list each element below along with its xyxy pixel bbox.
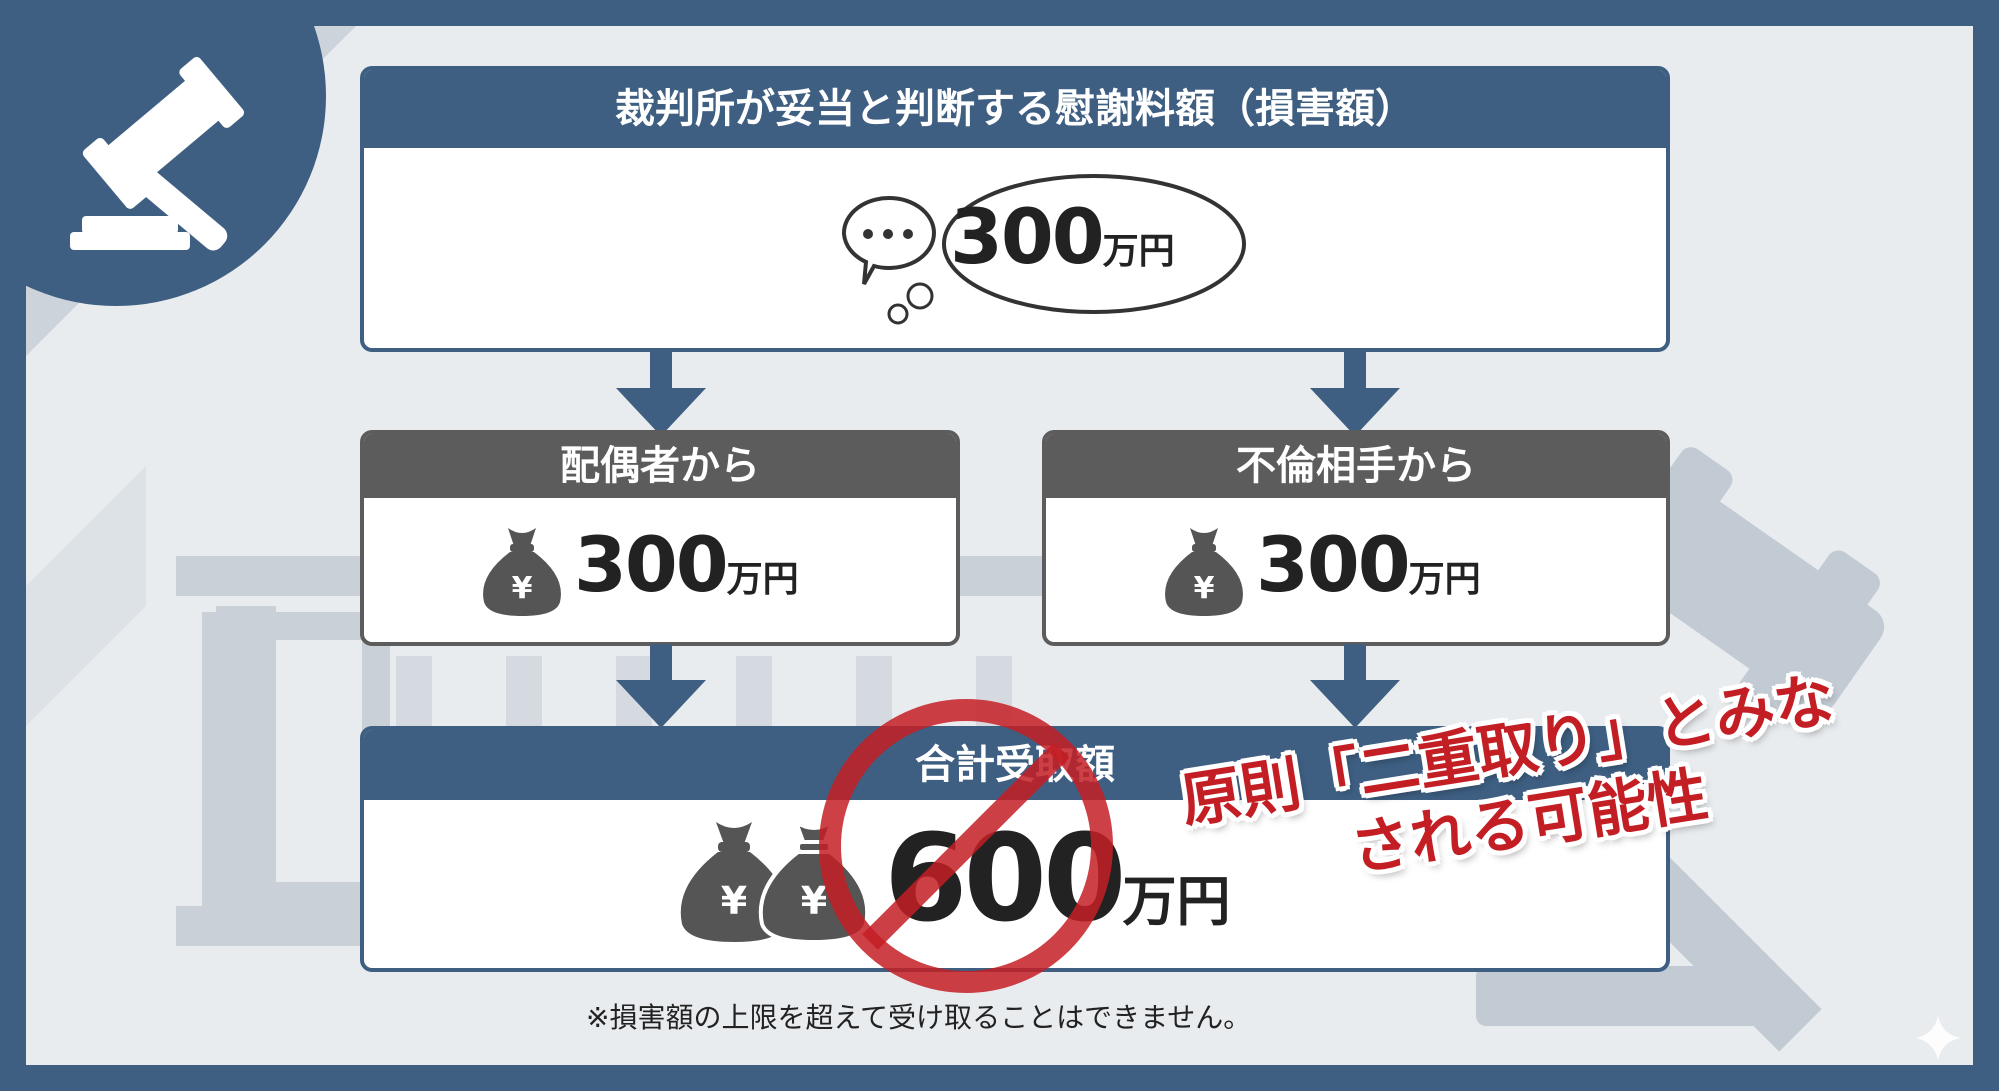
svg-text:¥: ¥ (801, 879, 827, 923)
prohibited-icon (819, 699, 1113, 993)
court-judged-unit: 万円 (1102, 231, 1175, 272)
total-received-box: 合計受取額 ¥ ¥ 600万円 (360, 726, 1670, 972)
from-spouse-box: 配偶者から ¥ 300万円 (360, 430, 960, 646)
svg-text:¥: ¥ (512, 571, 533, 606)
arrow-down-icon (1310, 348, 1400, 436)
from-spouse-title: 配偶者から (364, 434, 956, 498)
court-judged-amount: 300万円 (950, 192, 1175, 281)
from-affair-partner-unit: 万円 (1408, 559, 1481, 600)
yen-money-bag-icon: ¥ (483, 528, 561, 616)
sparkle-icon (1916, 1016, 1960, 1060)
court-judged-damages-box: 裁判所が妥当と判断する慰謝料額（損害額） 300万円 (360, 66, 1670, 352)
infographic-panel: 裁判所が妥当と判断する慰謝料額（損害額） 300万円 (26, 26, 1973, 1065)
from-spouse-unit: 万円 (726, 559, 799, 600)
svg-text:¥: ¥ (1194, 571, 1215, 606)
footnote: ※損害額の上限を超えて受け取ることはできません。 (586, 1001, 1252, 1034)
arrow-down-icon (616, 644, 706, 728)
total-received-unit: 万円 (1122, 870, 1231, 933)
arrow-down-icon (1310, 644, 1400, 728)
from-affair-partner-box: 不倫相手から ¥ 300万円 (1042, 430, 1670, 646)
svg-text:¥: ¥ (721, 879, 747, 923)
thought-bubble-icon (841, 174, 1246, 325)
from-affair-partner-amount: 300万円 (1256, 520, 1481, 609)
yen-money-bag-icon: ¥ (1165, 528, 1243, 616)
court-judged-damages-title: 裁判所が妥当と判断する慰謝料額（損害額） (364, 70, 1666, 148)
gavel-icon (70, 57, 245, 251)
arrow-down-icon (616, 348, 706, 436)
from-affair-partner-title: 不倫相手から (1046, 434, 1666, 498)
total-received-title: 合計受取額 (364, 730, 1666, 800)
thought-bubble: 300万円 (834, 164, 1254, 334)
from-spouse-amount: 300万円 (574, 520, 799, 609)
